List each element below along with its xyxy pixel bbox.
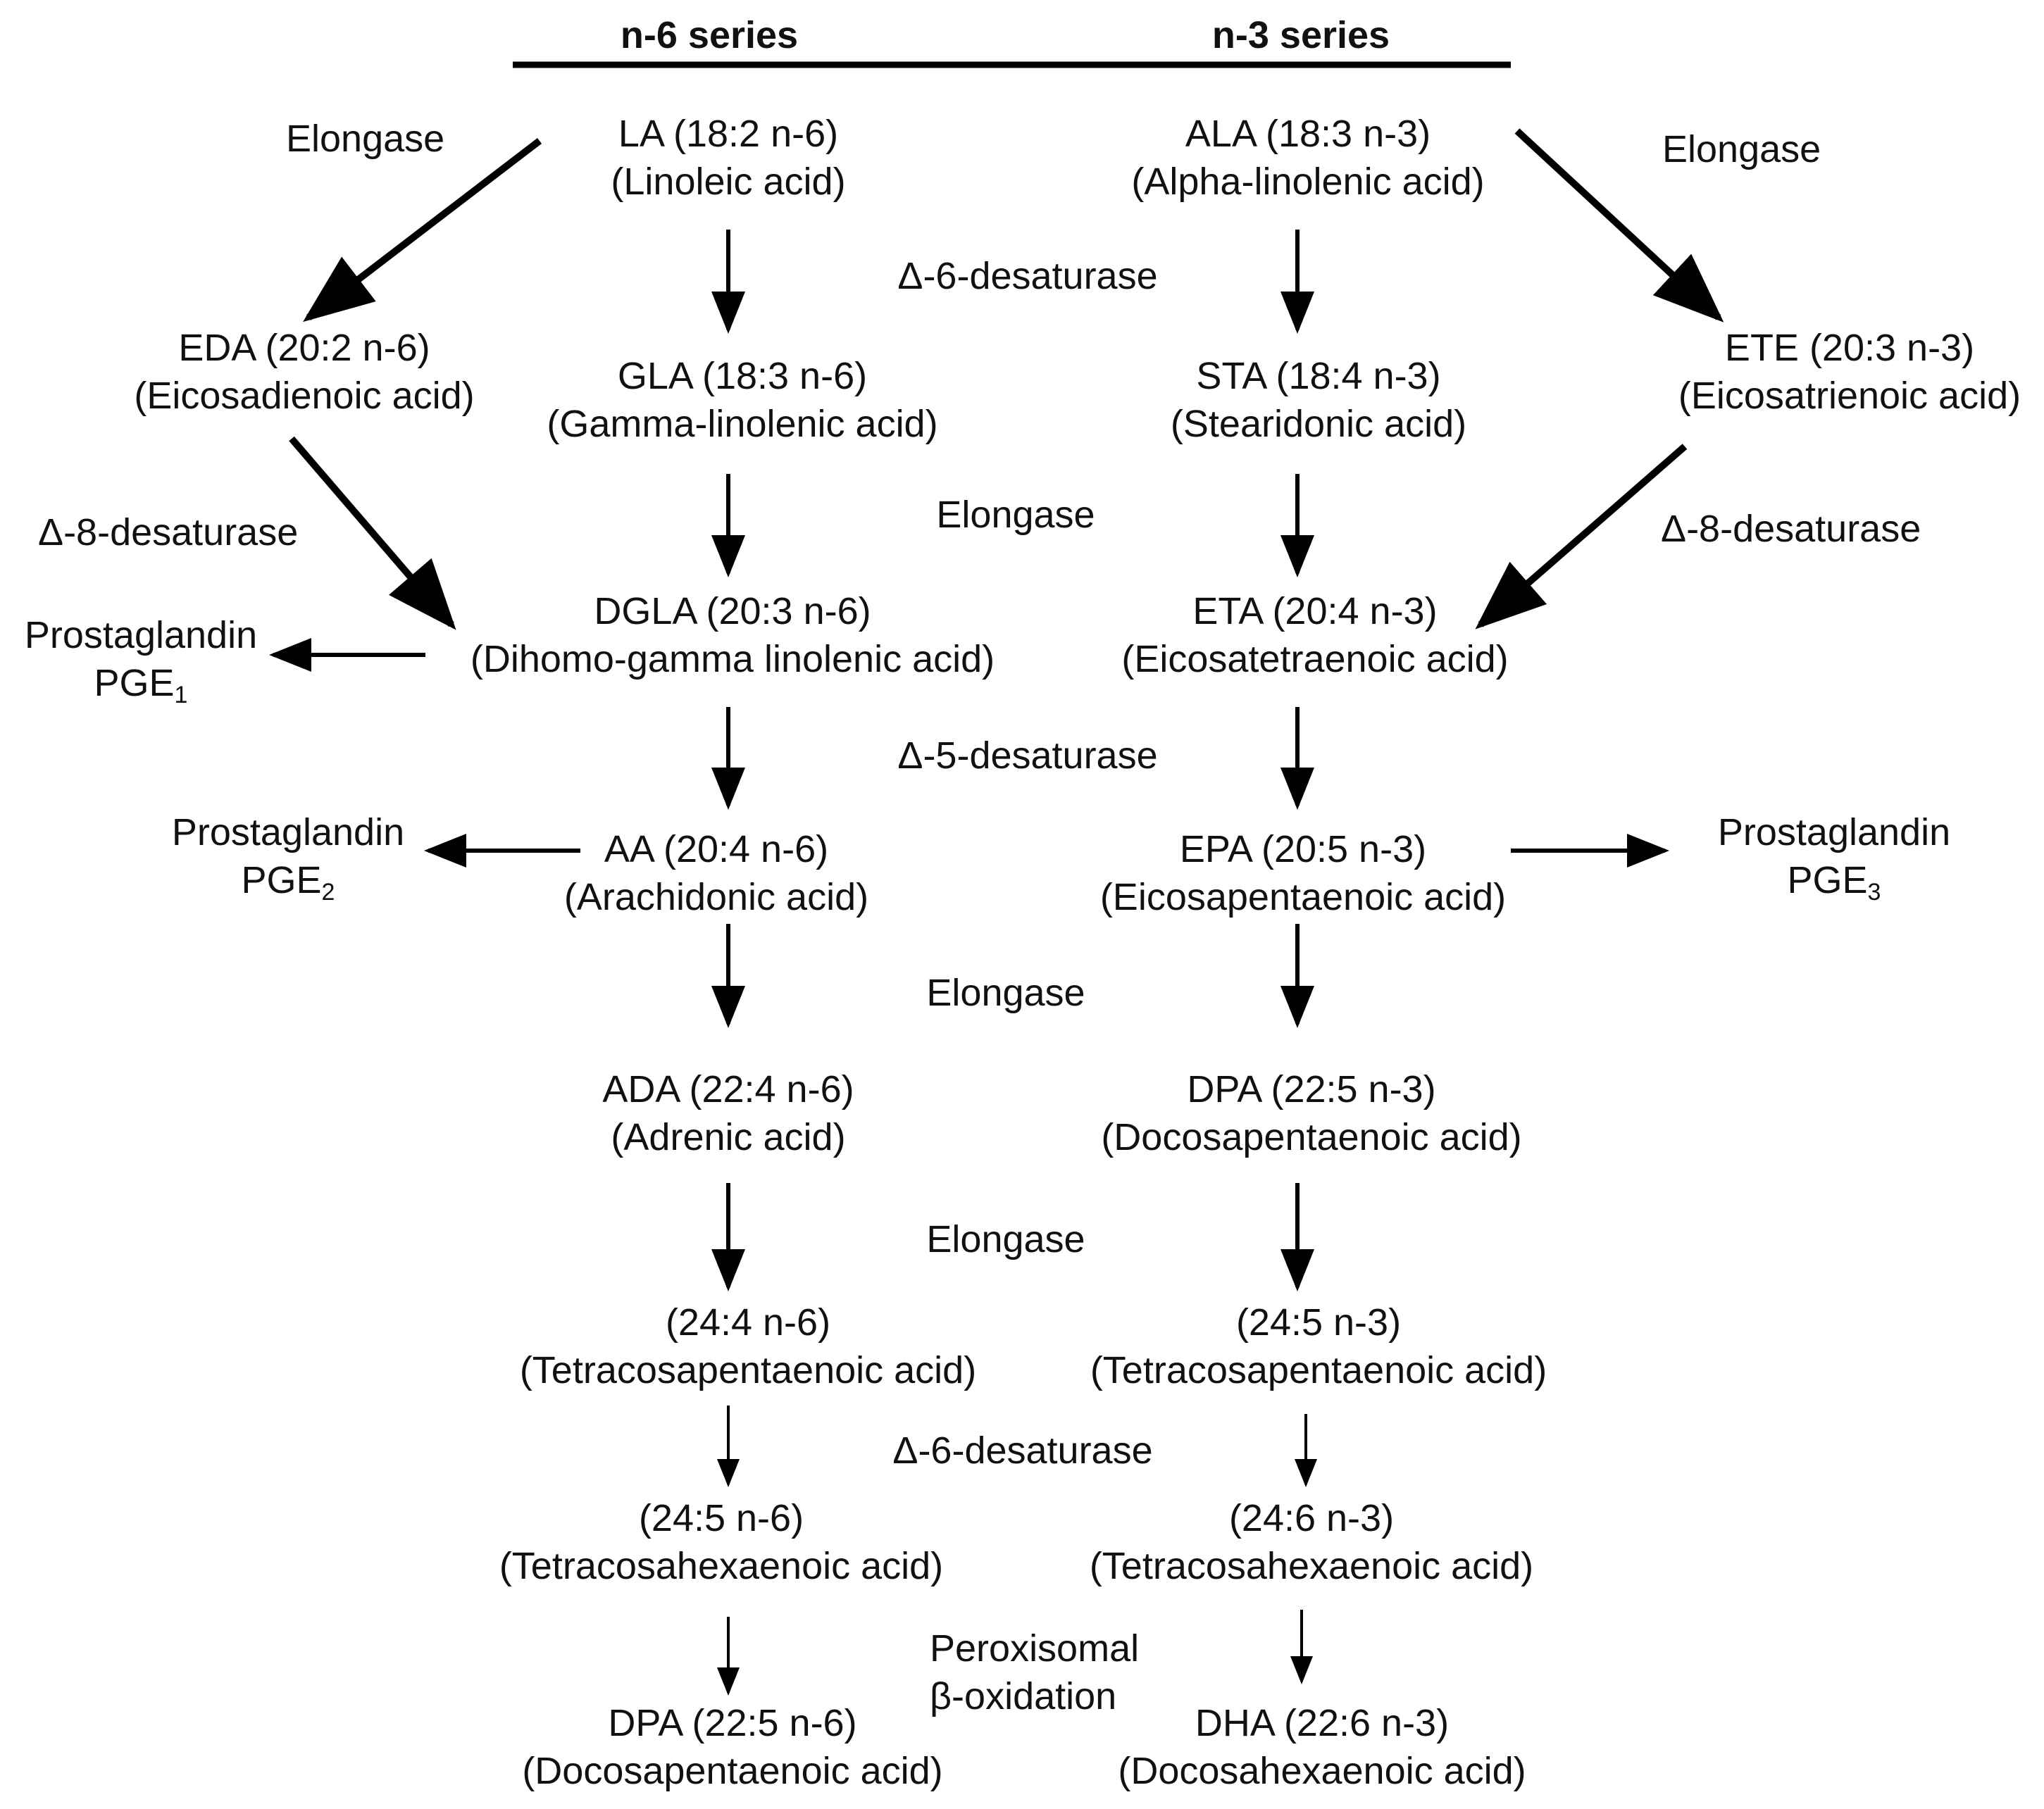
node-ada-name: (Adrenic acid) [611, 1116, 846, 1158]
node-dha-abbr: DHA (22:6 n-3) [1195, 1702, 1450, 1744]
node-24-4-n6: (24:4 n-6) (Tetracosapentaenoic acid) [520, 1298, 976, 1394]
node-sta-name: (Stearidonic acid) [1170, 403, 1467, 445]
product-pge1-code-line: PGE1 [25, 659, 257, 707]
node-24-5-n6-abbr: (24:5 n-6) [638, 1497, 804, 1539]
arrow-ete-to-eta [1475, 444, 1688, 630]
enzyme-elongase-2: Elongase [926, 972, 1085, 1014]
node-eda-name: (Eicosadienoic acid) [134, 375, 475, 417]
node-la-abbr: LA (18:2 n-6) [618, 113, 839, 155]
node-la: LA (18:2 n-6) (Linoleic acid) [611, 110, 845, 206]
node-ada: ADA (22:4 n-6) (Adrenic acid) [602, 1065, 854, 1161]
node-epa: EPA (20:5 n-3) (Eicosapentaenoic acid) [1100, 825, 1506, 921]
arrow-eda-to-dgla [289, 436, 456, 630]
product-pge3-code: PGE [1787, 859, 1868, 901]
node-ala-name: (Alpha-linolenic acid) [1131, 161, 1485, 203]
enzyme-delta6-desaturase-top: Δ-6-desaturase [897, 255, 1158, 297]
product-pge1: Prostaglandin PGE1 [25, 611, 257, 707]
enzyme-peroxisomal-line1: Peroxisomal [930, 1627, 1140, 1670]
node-gla-abbr: GLA (18:3 n-6) [617, 355, 868, 397]
product-pge1-name: Prostaglandin [24, 614, 258, 656]
enzyme-elongase-left: Elongase [286, 118, 445, 160]
node-epa-name: (Eicosapentaenoic acid) [1099, 876, 1507, 918]
node-dgla-name: (Dihomo-gamma linolenic acid) [470, 638, 995, 680]
node-dpa-n3: DPA (22:5 n-3) (Docosapentaenoic acid) [1101, 1065, 1521, 1161]
node-ete: ETE (20:3 n-3) (Eicosatrienoic acid) [1678, 324, 2021, 420]
node-24-6-n3-name: (Tetracosahexaenoic acid) [1089, 1545, 1534, 1587]
node-dha: DHA (22:6 n-3) (Docosahexaenoic acid) [1118, 1699, 1526, 1795]
n6-series-header: n-6 series [620, 14, 799, 56]
enzyme-elongase-right: Elongase [1662, 128, 1821, 170]
n3-series-header: n-3 series [1211, 14, 1390, 56]
node-eta-abbr: ETA (20:4 n-3) [1192, 590, 1438, 632]
enzyme-delta6-desaturase-bottom: Δ-6-desaturase [892, 1429, 1153, 1472]
product-pge2-subscript: 2 [321, 879, 335, 906]
node-24-4-n6-name: (Tetracosapentaenoic acid) [519, 1349, 977, 1391]
enzyme-peroxisomal-line2: β-oxidation [930, 1675, 1117, 1717]
node-24-5-n3-name: (Tetracosapentaenoic acid) [1090, 1349, 1547, 1391]
node-ala-abbr: ALA (18:3 n-3) [1185, 113, 1431, 155]
node-epa-abbr: EPA (20:5 n-3) [1179, 828, 1427, 870]
node-aa: AA (20:4 n-6) (Arachidonic acid) [564, 825, 868, 921]
product-pge2-code-line: PGE2 [172, 856, 404, 904]
enzyme-elongase-1: Elongase [936, 494, 1095, 536]
product-pge1-code: PGE [94, 662, 175, 704]
node-ada-abbr: ADA (22:4 n-6) [602, 1068, 854, 1110]
node-ete-name: (Eicosatrienoic acid) [1678, 375, 2021, 417]
product-pge2: Prostaglandin PGE2 [172, 808, 404, 904]
node-24-5-n3-abbr: (24:5 n-3) [1235, 1301, 1402, 1344]
node-aa-abbr: AA (20:4 n-6) [604, 828, 829, 870]
product-pge3-code-line: PGE3 [1718, 856, 1950, 904]
product-pge3-name: Prostaglandin [1717, 811, 1951, 853]
node-dpa-n3-name: (Docosapentaenoic acid) [1101, 1116, 1522, 1158]
node-sta-abbr: STA (18:4 n-3) [1196, 355, 1441, 397]
enzyme-peroxisomal-beta-oxidation: Peroxisomal β-oxidation [930, 1625, 1139, 1720]
node-eda: EDA (20:2 n-6) (Eicosadienoic acid) [134, 324, 474, 420]
node-eta: ETA (20:4 n-3) (Eicosatetraenoic acid) [1121, 587, 1508, 683]
node-24-6-n3-abbr: (24:6 n-3) [1228, 1497, 1395, 1539]
node-ete-abbr: ETE (20:3 n-3) [1724, 327, 1975, 369]
enzyme-delta5-desaturase: Δ-5-desaturase [897, 734, 1158, 777]
arrow-ala-to-ete [1514, 128, 1724, 323]
node-dpa-n6: DPA (22:5 n-6) (Docosapentaenoic acid) [522, 1699, 942, 1795]
node-24-6-n3: (24:6 n-3) (Tetracosahexaenoic acid) [1090, 1494, 1533, 1590]
enzyme-delta8-desaturase-right: Δ-8-desaturase [1661, 508, 1921, 550]
node-dgla: DGLA (20:3 n-6) (Dihomo-gamma linolenic … [471, 587, 995, 683]
node-la-name: (Linoleic acid) [611, 161, 846, 203]
node-gla: GLA (18:3 n-6) (Gamma-linolenic acid) [547, 352, 937, 448]
product-pge2-name: Prostaglandin [171, 811, 405, 853]
node-24-4-n6-abbr: (24:4 n-6) [665, 1301, 831, 1344]
node-24-5-n6: (24:5 n-6) (Tetracosahexaenoic acid) [499, 1494, 943, 1590]
node-dpa-n6-name: (Docosapentaenoic acid) [522, 1750, 943, 1792]
node-24-5-n6-name: (Tetracosahexaenoic acid) [499, 1545, 944, 1587]
node-dpa-n6-abbr: DPA (22:5 n-6) [608, 1702, 857, 1744]
product-pge3-subscript: 3 [1867, 879, 1881, 906]
enzyme-elongase-3: Elongase [926, 1218, 1085, 1260]
arrow-la-to-eda [303, 138, 542, 323]
enzyme-delta8-desaturase-left: Δ-8-desaturase [38, 511, 299, 553]
product-pge1-subscript: 1 [174, 682, 188, 708]
product-pge3: Prostaglandin PGE3 [1718, 808, 1950, 904]
node-aa-name: (Arachidonic acid) [563, 876, 869, 918]
node-ala: ALA (18:3 n-3) (Alpha-linolenic acid) [1131, 110, 1484, 206]
node-eta-name: (Eicosatetraenoic acid) [1121, 638, 1509, 680]
node-24-5-n3: (24:5 n-3) (Tetracosapentaenoic acid) [1090, 1298, 1547, 1394]
node-gla-name: (Gamma-linolenic acid) [547, 403, 938, 445]
node-dha-name: (Docosahexaenoic acid) [1118, 1750, 1526, 1792]
product-pge2-code: PGE [241, 859, 322, 901]
node-dpa-n3-abbr: DPA (22:5 n-3) [1187, 1068, 1436, 1110]
node-eda-abbr: EDA (20:2 n-6) [178, 327, 430, 369]
node-sta: STA (18:4 n-3) (Stearidonic acid) [1171, 352, 1466, 448]
node-dgla-abbr: DGLA (20:3 n-6) [594, 590, 871, 632]
